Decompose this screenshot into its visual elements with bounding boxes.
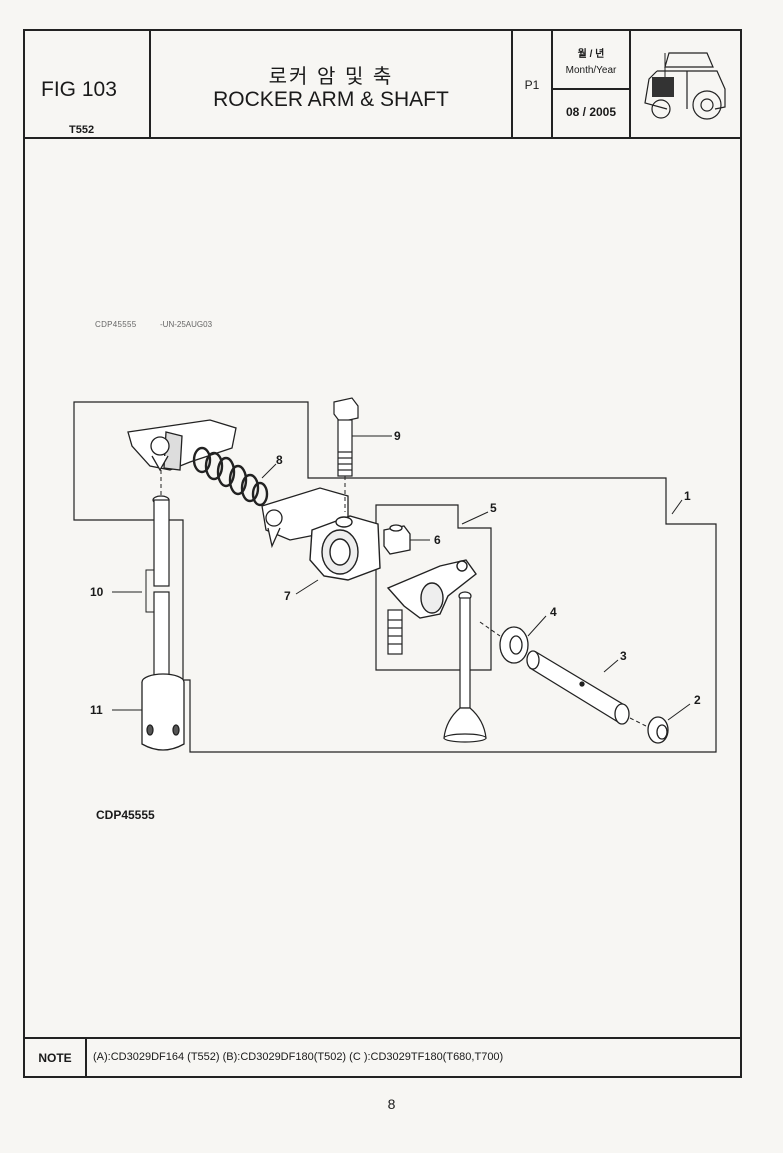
callout-8: 8 (276, 453, 283, 467)
date-label-english: Month/Year (565, 65, 617, 76)
note-label: NOTE (25, 1039, 87, 1078)
note-text: (A):CD3029DF164 (T552) (B):CD3029DF180(T… (93, 1051, 504, 1063)
adjusting-screw (387, 609, 403, 655)
callout-6: 6 (434, 533, 441, 547)
rocker-arm-rear (127, 419, 237, 472)
rocker-arm-nut (383, 524, 411, 555)
figure-cell: FIG 103 T552 (25, 31, 151, 137)
image-reference-code: CDP45555 (95, 320, 137, 329)
rocker-arm-support (309, 515, 381, 581)
bolt (333, 397, 359, 477)
callout-7: 7 (284, 589, 291, 603)
rocker-shaft (526, 650, 630, 725)
model-code: T552 (69, 124, 95, 136)
page-code: P1 (524, 78, 540, 92)
figure-number: FIG 103 (41, 78, 117, 101)
washer (499, 626, 529, 664)
push-rod (152, 495, 170, 677)
page-number: 8 (387, 1096, 396, 1112)
rocker-arm (386, 559, 477, 619)
title-english: ROCKER ARM & SHAFT (213, 88, 449, 111)
date-value: 08 / 2005 (565, 105, 617, 119)
tappet (141, 673, 185, 751)
page-code-cell: P1 (513, 31, 553, 137)
tractor-icon-cell (631, 31, 740, 137)
spring (192, 446, 269, 507)
tractor-icon (644, 52, 726, 120)
header-table: FIG 103 T552 로커 암 및 축 ROCKER ARM & SHAFT… (25, 31, 740, 139)
date-cell: 월 / 년 Month/Year 08 / 2005 (553, 31, 631, 137)
date-label-korean: 월 / 년 (577, 49, 605, 60)
document-frame: FIG 103 T552 로커 암 및 축 ROCKER ARM & SHAFT… (23, 29, 742, 1078)
engine-highlight (652, 77, 674, 97)
callout-4: 4 (550, 605, 557, 619)
date-divider (553, 88, 629, 90)
image-code-label: CDP45555 (96, 808, 155, 822)
shaft-end-plug (647, 716, 669, 744)
callout-5: 5 (490, 501, 497, 515)
image-reference-date: -UN-25AUG03 (160, 320, 213, 329)
callout-9: 9 (394, 429, 401, 443)
note-row: NOTE (A):CD3029DF164 (T552) (B):CD3029DF… (25, 1037, 740, 1078)
callout-11: 11 (90, 703, 103, 717)
callout-10: 10 (90, 585, 104, 599)
valve (443, 591, 487, 743)
title-cell: 로커 암 및 축 ROCKER ARM & SHAFT (151, 31, 513, 137)
callout-3: 3 (620, 649, 627, 663)
callout-1: 1 (684, 489, 691, 503)
assembly-bracket-outline (73, 401, 717, 753)
title-korean: 로커 암 및 축 (268, 66, 394, 88)
rocker-arm-bracket-outline (375, 504, 492, 671)
callout-2: 2 (694, 693, 701, 707)
